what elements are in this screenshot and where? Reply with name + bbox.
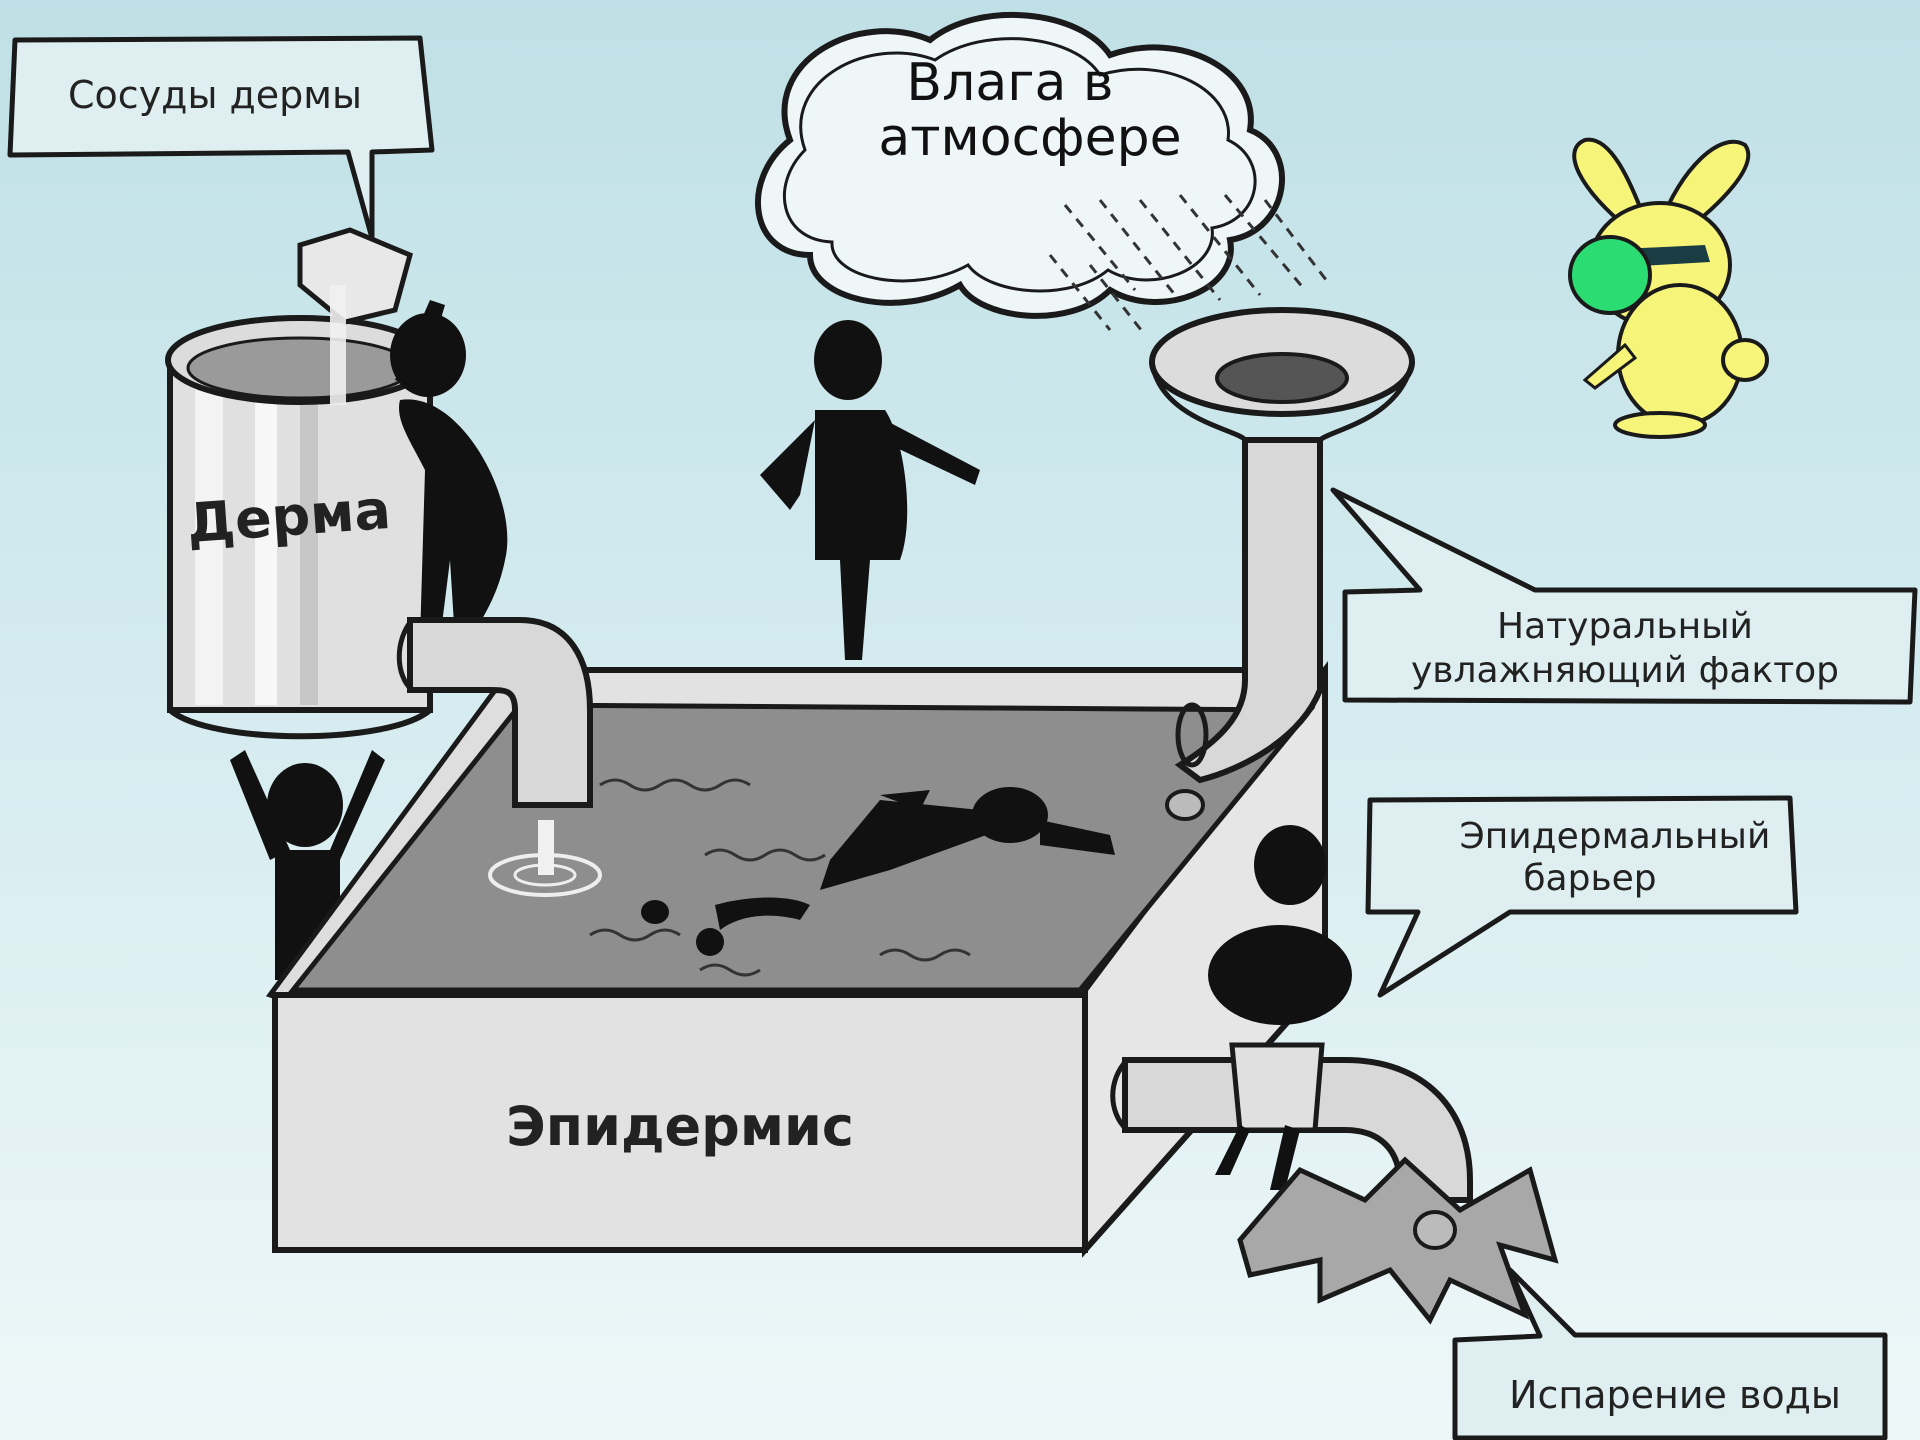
funnel-pipe (1149, 307, 1415, 821)
evaporation-callout: Испарение воды (1452, 1267, 1888, 1440)
natural-factor-callout: Натуральный увлажняющий фактор (1330, 487, 1918, 705)
rain-streaks (1048, 194, 1332, 336)
evaporation-label: Испарение воды (1509, 1373, 1841, 1417)
sitting-figure (1208, 825, 1352, 1190)
pointing-figure (760, 320, 980, 660)
atmosphere-cloud: Влага в атмосфере (755, 12, 1332, 336)
epidermis-label: Эпидермис (506, 1095, 854, 1158)
vessels-label: Сосуды дермы (68, 73, 362, 117)
water-waves (589, 778, 971, 977)
pouring-figure (390, 300, 508, 640)
natural-factor-line2: увлажняющий фактор (1411, 650, 1839, 691)
pitcher (297, 227, 413, 405)
swimmers (641, 787, 1115, 956)
rabbit-mascot (1568, 137, 1769, 439)
natural-factor-line1: Натуральный (1497, 606, 1753, 647)
evaporation-splash (1237, 1156, 1559, 1325)
cloud-label-line1: Влага в (906, 53, 1113, 113)
derma-label: Дерма (185, 478, 393, 555)
barrier-callout: Эпидермальный барьер (1365, 795, 1799, 998)
derma-tank: Дерма (165, 315, 435, 740)
epidermis-box: Эпидермис (265, 661, 1328, 1258)
cloud-label-line2: атмосфере (878, 108, 1181, 168)
barrier-line1: Эпидермальный (1460, 816, 1771, 857)
inflow-faucet (396, 617, 593, 808)
barrier-line2: барьер (1523, 858, 1656, 899)
vessels-callout: Сосуды дермы (7, 35, 435, 241)
